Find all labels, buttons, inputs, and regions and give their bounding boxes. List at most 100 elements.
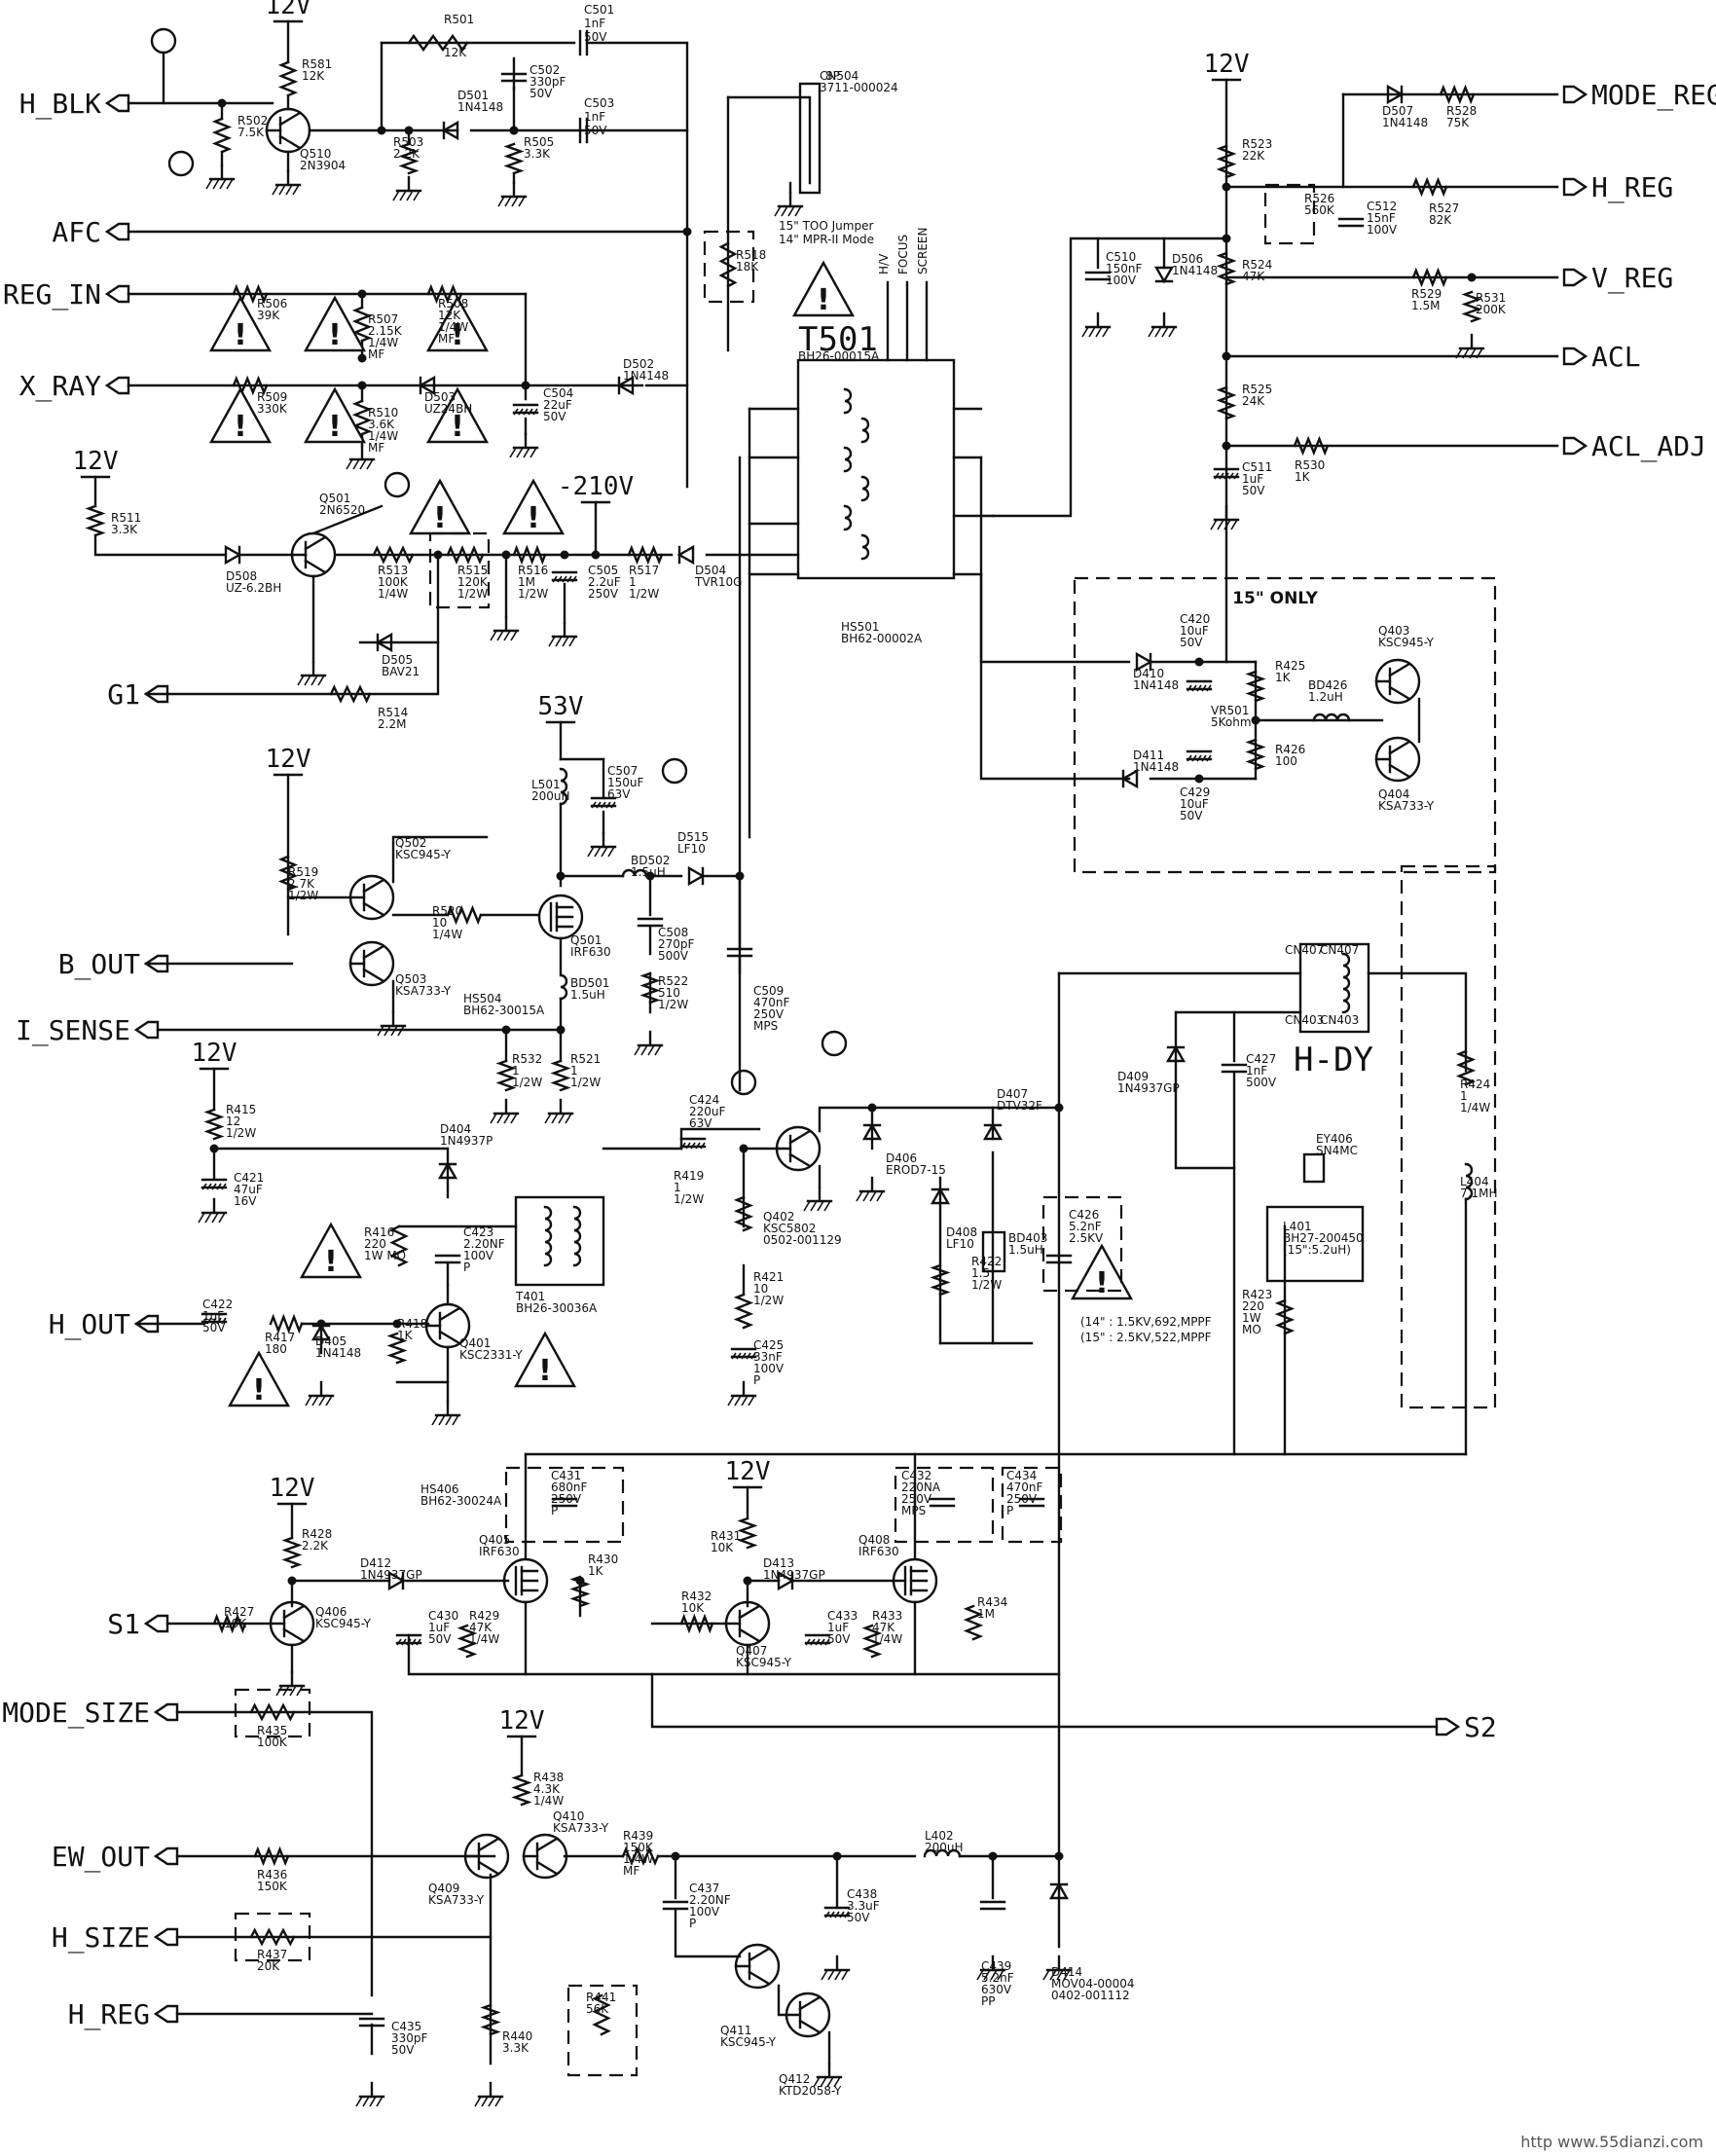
component-label: R531 [1476, 291, 1506, 305]
dashed-regions [234, 183, 1497, 2077]
component-label: R511 [111, 511, 141, 525]
component-label: C421 [234, 1171, 264, 1185]
transformer-t401 [514, 1195, 605, 1287]
resistor [679, 1613, 714, 1634]
component-label: MPS [901, 1504, 926, 1517]
ground-symbol [1210, 504, 1240, 530]
component-label: 100 [1275, 754, 1297, 768]
ground-symbol [272, 169, 302, 196]
component-label: D502 [623, 357, 654, 371]
signal-connector[interactable] [104, 284, 130, 304]
component-label: C420 [1180, 612, 1210, 626]
component-label: R418 [397, 1317, 427, 1331]
signal-connector[interactable] [104, 93, 130, 113]
svg-text:!: ! [1095, 1266, 1109, 1300]
component-label: 1.5uH [1008, 1243, 1043, 1257]
signal-connector[interactable] [1562, 85, 1588, 104]
warning-icon: ! [303, 295, 367, 352]
signal-connector[interactable] [1562, 177, 1588, 197]
signal-label: MODE_SIZE [2, 1697, 150, 1730]
component-label: Q503 [395, 972, 426, 986]
component-label: 1/2W [674, 1192, 704, 1206]
signal-connector[interactable] [133, 1314, 160, 1334]
resistor [456, 1624, 478, 1659]
diode [861, 1122, 883, 1141]
diode [1135, 651, 1153, 673]
component-label: R441 [586, 1991, 616, 2004]
component-label: 1N4148 [1382, 116, 1428, 129]
signal-label: S1 [107, 1608, 140, 1640]
component-label: 20K [257, 1959, 280, 1973]
component-label: KSA733-Y [1378, 799, 1435, 813]
component-label: 100K [257, 1736, 288, 1749]
component-label: BH27-200450 [1283, 1231, 1364, 1245]
junction-dot [682, 227, 692, 237]
component-label: 1/4W [432, 928, 462, 941]
test-point [730, 1069, 757, 1096]
component-label: 1K [397, 1329, 414, 1342]
component-label: 500V [658, 949, 689, 963]
component-label: R514 [378, 706, 408, 719]
signal-connector[interactable] [153, 2004, 179, 2024]
signal-connector[interactable] [153, 1846, 179, 1866]
resistor [407, 33, 469, 53]
component-label: C508 [658, 926, 688, 939]
signal-connector[interactable] [1562, 436, 1588, 456]
signal-connector[interactable] [153, 1702, 179, 1722]
signal-connector[interactable] [104, 376, 130, 395]
component-label: D505 [382, 653, 413, 667]
component-label: 1/4W [872, 1632, 902, 1646]
component-label: R429 [469, 1609, 499, 1623]
svg-text:!: ! [234, 318, 247, 352]
supply-label: 12V [725, 1457, 771, 1486]
component-label: T401 [515, 1290, 545, 1303]
component-label: IRF630 [858, 1545, 899, 1558]
transistor [348, 940, 395, 987]
signal-connector[interactable] [1562, 268, 1588, 287]
warning-icon: ! [425, 386, 490, 444]
signal-connector[interactable] [143, 684, 169, 704]
signal-connector[interactable] [1562, 347, 1588, 366]
component-label: 10K [711, 1541, 734, 1554]
component-label: 1uF [1242, 472, 1263, 486]
signal-connector[interactable] [133, 1020, 160, 1040]
resistor [737, 1517, 758, 1550]
component-label: 1/2W [971, 1278, 1002, 1292]
inductor [559, 973, 568, 1001]
component-label: R530 [1295, 458, 1325, 472]
region-title: 15" ONLY [1232, 589, 1318, 608]
signal-connector[interactable] [143, 954, 169, 973]
component-label: Q406 [315, 1605, 347, 1619]
component-label: SN4MC [1316, 1144, 1358, 1157]
ground-symbol [813, 2062, 843, 2088]
resistor [253, 1845, 290, 1867]
signal-connector[interactable] [1435, 1717, 1461, 1736]
resistor [733, 1293, 754, 1330]
signal-connector[interactable] [153, 1927, 179, 1947]
ground-symbol [634, 1030, 664, 1056]
bead-ey406 [1302, 1152, 1326, 1184]
resistor [1461, 290, 1482, 323]
signal-connector[interactable] [104, 222, 130, 241]
component-label: R519 [288, 865, 318, 879]
component-label: C505 [588, 564, 618, 577]
ground-symbol [803, 1186, 833, 1212]
signal-connector[interactable] [143, 1614, 169, 1633]
component-label: R416 [364, 1225, 394, 1239]
inductor [860, 533, 870, 561]
component-label: 50V [391, 2043, 415, 2057]
component-label: 1.5M [1411, 299, 1440, 312]
ground-symbol [346, 444, 376, 470]
resistor [277, 855, 299, 892]
component-label: 47K [469, 1621, 493, 1634]
resistor [232, 375, 269, 396]
component-label: BH62-00002A [841, 632, 923, 645]
component-label: 1/4W [368, 336, 398, 349]
component-label: 1/2W [512, 1076, 542, 1089]
component-label: 150K [257, 1880, 288, 1893]
electrolytic-capacitor [201, 1312, 228, 1325]
resistor [511, 1773, 532, 1807]
component-label: C431 [551, 1469, 581, 1482]
wire [777, 1984, 788, 2017]
component-label: C424 [689, 1093, 719, 1107]
